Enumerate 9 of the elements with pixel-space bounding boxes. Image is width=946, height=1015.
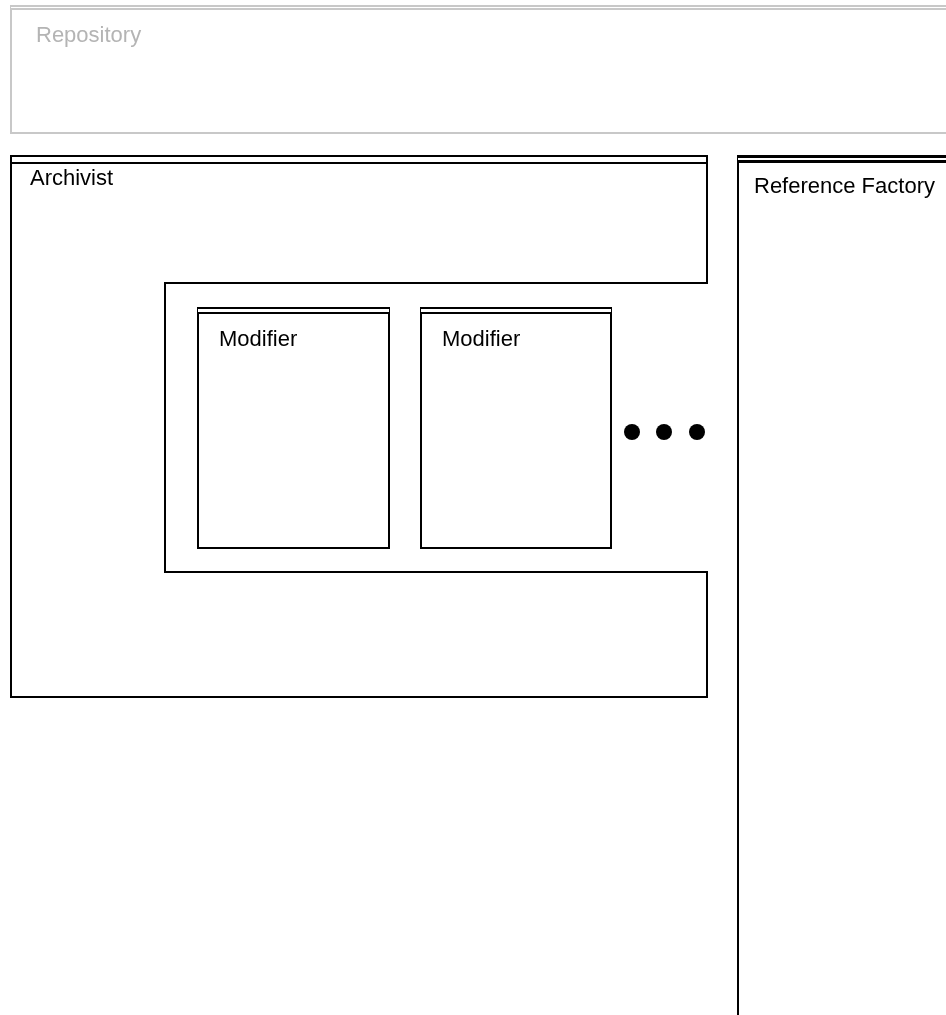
modifier-box <box>420 307 612 549</box>
node-title: Archivist <box>30 165 115 191</box>
reference-factory-panel <box>737 155 946 1015</box>
repository-panel <box>10 5 946 134</box>
node-title: Modifier <box>442 326 522 352</box>
node-title: Repository <box>36 22 143 48</box>
node-title: Reference Factory <box>754 173 936 199</box>
modifier-box <box>197 307 390 549</box>
node-title: Modifier <box>219 326 299 352</box>
